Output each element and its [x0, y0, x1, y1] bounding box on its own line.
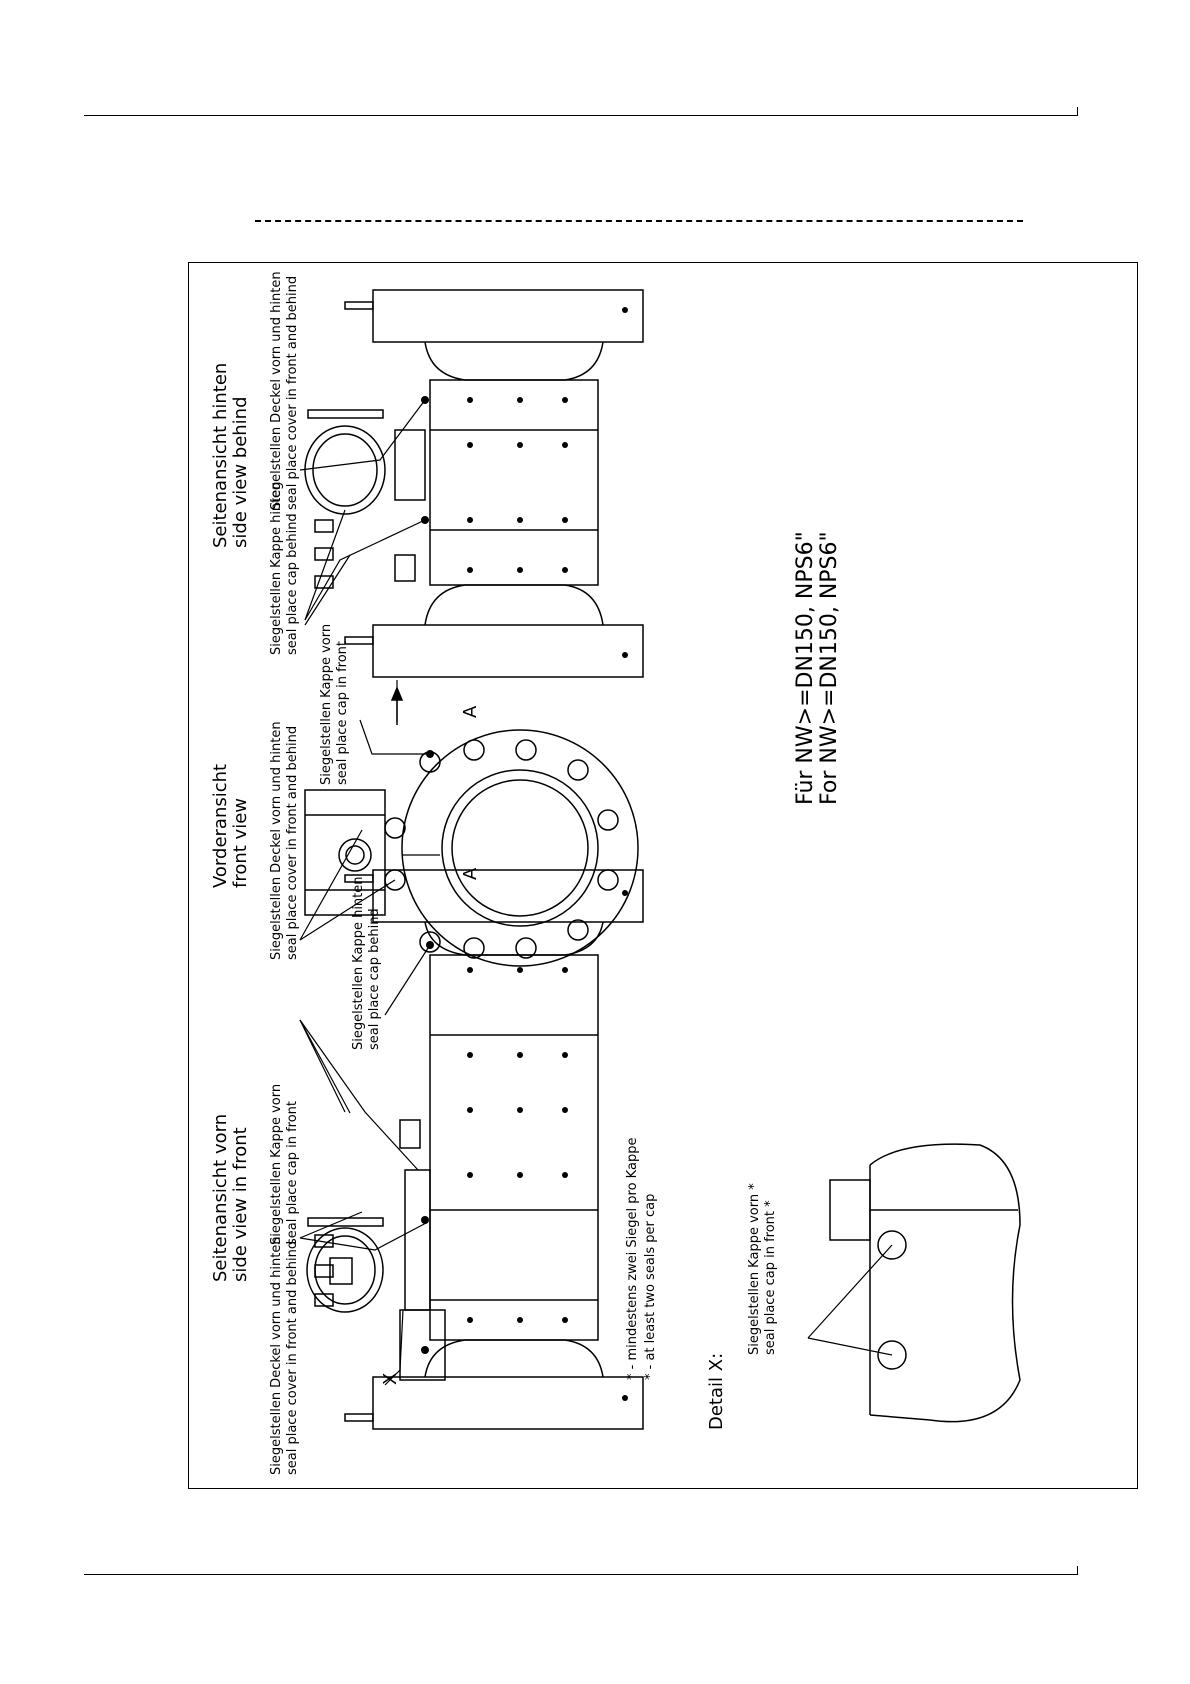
drawing-frame [188, 262, 1138, 1489]
side-view-behind-title-de: Seitenansicht hinten [210, 363, 231, 548]
front-view-flange [304, 729, 639, 967]
cap-behind-label-de-1: Siegelstellen Kappe hinten [351, 876, 366, 1050]
front-view-title-en: front view [230, 798, 251, 888]
cap-front-label-en-1: seal place cap in front [285, 1101, 300, 1245]
a-marker-arrow: A [460, 705, 481, 718]
side-view-front-meter [306, 869, 644, 1430]
footer-rule [84, 1566, 1078, 1575]
a-marker-center: A [460, 867, 481, 880]
nominal-width-note-en: For NW>=DN150, NPS6" [817, 531, 842, 805]
cap-behind-label-en-1: seal place cap behind [367, 908, 382, 1050]
side-view-front-title-de: Seitenansicht vorn [210, 1114, 231, 1282]
cover-seal-label-en-1: seal place cover in front and behind [285, 1241, 300, 1475]
cover-seal-label-de-2: Siegelstellen Deckel vorn und hinten [269, 721, 284, 960]
leader-lines [299, 399, 893, 1386]
dashed-title-line [255, 220, 1023, 222]
header-rule [84, 107, 1078, 116]
cap-behind-label-en-2: seal place cap behind [285, 513, 300, 655]
cap-behind-label-de-2: Siegelstellen Kappe hinten [269, 481, 284, 655]
detail-x-title: Detail X: [706, 1353, 727, 1430]
min-seals-note-en: * - at least two seals per cap [643, 1194, 658, 1380]
cover-seal-label-de-1: Siegelstellen Deckel vorn und hinten [269, 1236, 284, 1475]
footer-rule-tick [1077, 1566, 1078, 1575]
side-view-behind-title-en: side view behind [230, 396, 251, 548]
cap-front-label-de-1: Siegelstellen Kappe vorn [269, 1084, 284, 1245]
section-a-arrow [390, 686, 404, 725]
detail-cap-label-en: seal place cap in front * [763, 1200, 778, 1355]
side-view-front-title-en: side view in front [230, 1127, 251, 1282]
side-view-front-bolts [421, 890, 628, 1401]
nominal-width-note-de: Für NW>=DN150, NPS6" [793, 531, 818, 805]
cap-front-label-de-2: Siegelstellen Kappe vorn [319, 624, 334, 785]
side-view-behind-meter [304, 289, 644, 678]
cover-seal-label-de-3: Siegelstellen Deckel vorn und hinten [269, 271, 284, 510]
cap-front-label-en-2: seal place cap in front [335, 641, 350, 785]
min-seals-note-de: * - mindestens zwei Siegel pro Kappe [625, 1138, 640, 1380]
detail-x-drawing [829, 1143, 1021, 1423]
detail-cap-label-de: Siegelstellen Kappe vorn * [747, 1183, 762, 1355]
cover-seal-label-en-2: seal place cover in front and behind [285, 726, 300, 960]
header-rule-tick [1077, 107, 1078, 116]
front-view-seal-dots [426, 750, 434, 949]
x-marker: X [380, 1373, 401, 1385]
cover-seal-label-en-3: seal place cover in front and behind [285, 276, 300, 510]
front-view-title-de: Vorderansicht [210, 764, 231, 888]
